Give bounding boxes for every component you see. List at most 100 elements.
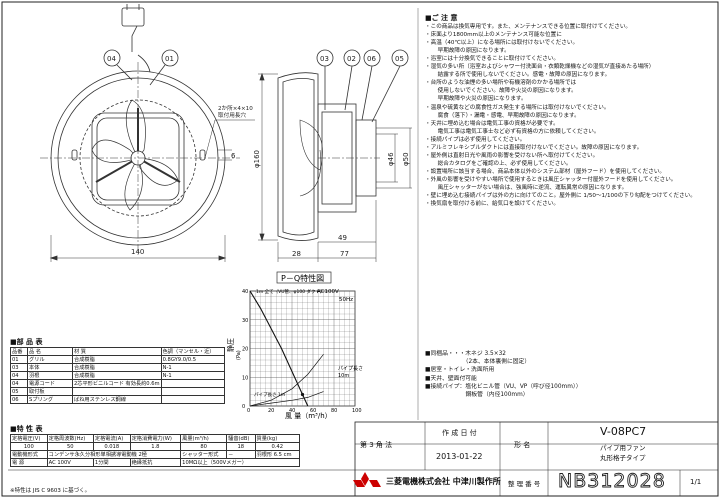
- parts-cell: 04: [10, 379, 28, 388]
- parts-cell: 合成樹脂: [72, 363, 162, 372]
- note-line: 電気工事は電気工事士など必ず有資格の方に依頼してください。: [432, 128, 600, 135]
- pq-xtick: 40: [289, 408, 295, 414]
- parts-cell: [72, 387, 162, 396]
- note-line: 総合カタログをご確認の上、必ず使用してください。: [432, 160, 572, 167]
- pq-xtick: 100: [352, 408, 362, 414]
- perf-table: 定格電圧(V)定格周波数(Hz)定格電流(A)定格消費電力(W)風量(m³/h)…: [10, 434, 300, 467]
- note-line: 早期故障の原因になります。: [432, 48, 510, 55]
- parts-col-color: 色調（マンセル・近）: [160, 347, 226, 356]
- pq-pipe-label-2: 10m: [338, 373, 349, 379]
- tb-drawing-no: NB312028: [558, 470, 666, 493]
- perf-header-cell: 定格消費電力(W): [129, 434, 182, 443]
- parts-cell: 電源コード: [27, 379, 73, 388]
- pq-yunit: (Pa): [236, 350, 242, 360]
- pq-curves: [249, 290, 324, 407]
- parts-cell: N-1: [160, 363, 226, 372]
- parts-cell: 06: [10, 395, 28, 404]
- pq-xtick: 20: [268, 408, 274, 414]
- parts-cell: 2芯平形ビニルコード 有効長約0.6m: [72, 379, 162, 388]
- perf-value-cell: 80: [180, 442, 228, 451]
- dim-77: 77: [340, 250, 349, 258]
- power-value: AC 100V: [46, 458, 94, 467]
- pq-title: P－Q特性図: [281, 273, 324, 283]
- tb-sheet: 1/1: [690, 478, 702, 486]
- perf-header-cell: 騒音(dB): [226, 434, 256, 443]
- pq-pipe-label-3: パイプ長さ 1m: [254, 391, 285, 398]
- parts-cell: 01: [10, 355, 28, 364]
- pq-xtick: 80: [331, 408, 337, 414]
- pq-freq-label: 50Hz: [339, 297, 353, 303]
- shutter-label: シャッター形式: [180, 450, 228, 459]
- parts-cell: 取付板: [27, 387, 73, 396]
- parts-col-no: 品番: [10, 347, 28, 356]
- note-line: ・高温（40℃以上）になる場所には取付けないでください。: [425, 40, 579, 47]
- spec-pipe-2: 鋼板管（内径100mm）: [425, 392, 529, 399]
- blade-label: 羽根形: [256, 452, 273, 458]
- pq-pipe-label-1: パイプ長さ: [338, 365, 363, 372]
- note-line: ・床面より1800mm以上のメンテナンス可能な位置に: [425, 32, 562, 39]
- parts-cell: 05: [10, 387, 28, 396]
- perf-title: ■特 性 表: [10, 425, 43, 433]
- perf-value-cell: 0.018: [92, 442, 131, 451]
- perf-value-cell: 100: [10, 442, 48, 451]
- tb-drawing-label: 整 理 番 号: [508, 480, 541, 488]
- note-line: 腐食（落下）・漏電・感電、早期故障の原因になります。: [432, 112, 580, 119]
- label-04: 04: [107, 55, 116, 63]
- perf-motor-row: 電動機形式 コンデンサ永久分相形単相誘導電動機 2極 シャッター形式 － 羽根形…: [10, 450, 300, 459]
- parts-cell: N-1: [160, 371, 226, 380]
- label-02: 02: [347, 55, 356, 63]
- perf-value-cell: 1.8: [129, 442, 182, 451]
- perf-title-text: 特 性 表: [16, 425, 43, 433]
- pq-xtick: 0: [247, 408, 250, 414]
- note-line: ・温泉や硫黄などの腐食性ガス発生する場所には取付けないでください。: [425, 104, 610, 111]
- title-block: [8, 421, 719, 497]
- note-line: ・屋外側は直射日光や風雨の影響を受けない所へ取付けてください。: [425, 152, 599, 159]
- pq-ytick: 40: [242, 289, 248, 295]
- parts-cell: [160, 395, 226, 404]
- pq-ytick: 10: [242, 375, 248, 381]
- motor-value: コンデンサ永久分相形単相誘導電動機 2極: [46, 450, 182, 459]
- perf-std: ※特性は JIS C 9603 に基づく。: [10, 488, 91, 494]
- spec-pipe: ■接続パイプ：塩化ビニル管（VU、VP（呼び径100mm））: [425, 383, 582, 390]
- spec-screws-2: （2本、本体裏側に固定）: [425, 359, 531, 366]
- front-view: [40, 4, 255, 262]
- perf-header-cell: 定格電流(A): [92, 434, 131, 443]
- pq-xtick: 60: [310, 408, 316, 414]
- spec-ceiling: ■天井、壁面付可能: [425, 375, 477, 382]
- parts-cell: Sプリング: [27, 395, 73, 404]
- blade-cell: 羽根形 6.5 cm: [254, 450, 300, 459]
- perf-header-cell: 風量(m³/h): [180, 434, 228, 443]
- parts-col-name: 品 名: [27, 347, 73, 356]
- pq-ytick: 0: [242, 404, 245, 410]
- tb-model: V-08PC7: [600, 425, 647, 438]
- parts-cell: 本体: [27, 363, 73, 372]
- dim-dia-160: φ160: [253, 150, 261, 168]
- perf-header-cell: 定格電圧(V): [10, 434, 48, 443]
- note-line: ・台所のような油煙の多い場所や有機溶剤のかかる場所では: [425, 80, 577, 87]
- dim-49: 49: [338, 234, 347, 242]
- perf-value-cell: 18: [226, 442, 256, 451]
- label-06: 06: [367, 55, 376, 63]
- parts-cell: 04: [10, 371, 28, 380]
- perf-header-cell: 質量(kg): [254, 434, 300, 443]
- dim-6: 6: [231, 152, 236, 160]
- label-05: 05: [395, 55, 404, 63]
- note-line: 早期故障や火災の原因になります。: [432, 96, 527, 103]
- shutter-value: －: [226, 450, 256, 459]
- dim-dia-46: φ46: [387, 152, 395, 166]
- parts-cell: 合成樹脂: [72, 371, 162, 380]
- pq-top-label: 1m 全て（VU管、φ100 ダクト）: [256, 288, 325, 295]
- note-line: 風圧シャッターがない場合は、強風時に逆流、運転異常の原因になります。: [432, 184, 628, 191]
- tb-desc-2: 丸形格子タイプ: [600, 454, 646, 462]
- perf-value-cell: 0.42: [254, 442, 300, 451]
- dim-dia-50: φ50: [402, 152, 410, 166]
- label-01: 01: [165, 55, 174, 63]
